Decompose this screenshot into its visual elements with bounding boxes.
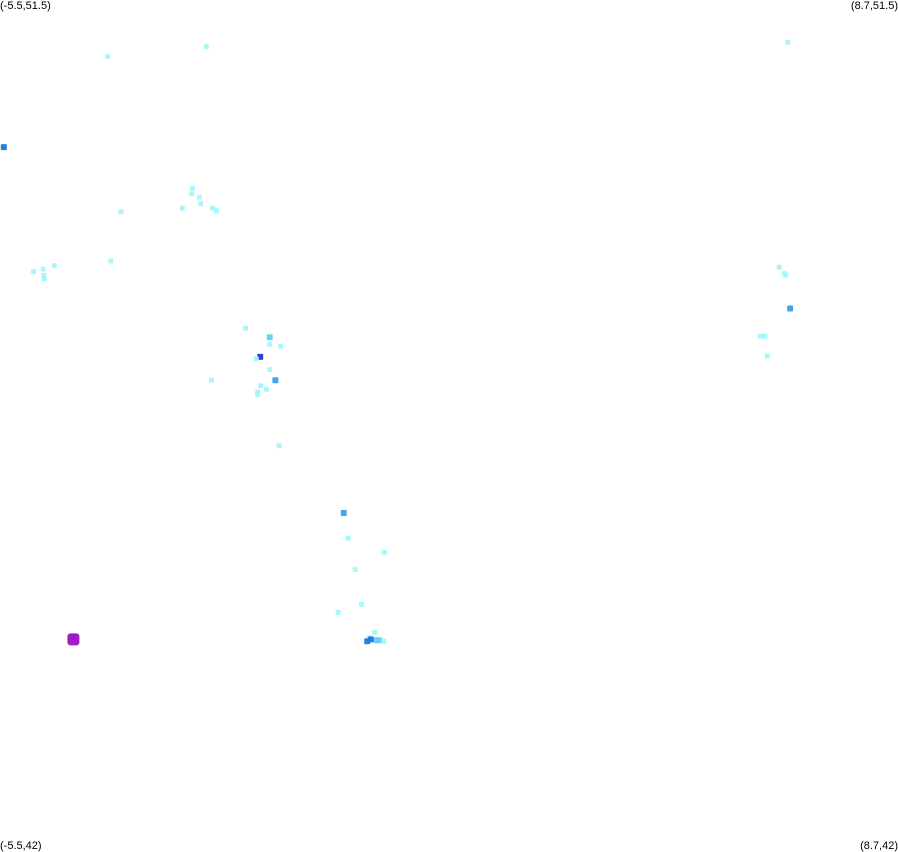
data-point bbox=[345, 535, 351, 541]
data-point bbox=[381, 550, 387, 555]
data-point bbox=[267, 341, 273, 347]
data-point bbox=[783, 272, 789, 278]
data-point bbox=[0, 144, 7, 151]
data-point bbox=[276, 443, 282, 449]
data-point bbox=[40, 266, 46, 272]
data-point bbox=[359, 602, 364, 607]
data-point bbox=[381, 638, 387, 644]
data-point bbox=[118, 209, 124, 215]
data-point bbox=[764, 353, 770, 359]
data-point bbox=[258, 383, 264, 389]
data-point bbox=[266, 334, 273, 341]
data-point bbox=[785, 39, 791, 45]
data-point bbox=[105, 54, 111, 59]
data-point bbox=[41, 276, 47, 282]
data-point bbox=[376, 637, 383, 644]
data-point bbox=[67, 633, 80, 646]
data-point bbox=[335, 610, 341, 615]
data-point bbox=[190, 185, 195, 191]
point-layer bbox=[0, 39, 794, 646]
data-point bbox=[364, 638, 371, 645]
data-point bbox=[776, 264, 782, 270]
data-point bbox=[264, 386, 269, 392]
corner-label-top-left: (-5.5,51.5) bbox=[0, 0, 51, 12]
data-point bbox=[179, 205, 185, 211]
data-point bbox=[108, 258, 114, 264]
data-point bbox=[278, 343, 283, 349]
data-point bbox=[214, 208, 219, 214]
corner-label-bottom-right: (8.7,42) bbox=[860, 840, 898, 852]
data-point bbox=[757, 333, 763, 339]
data-point bbox=[31, 269, 37, 275]
data-point bbox=[253, 356, 259, 362]
data-point bbox=[267, 367, 273, 372]
data-point bbox=[198, 201, 204, 207]
data-point bbox=[203, 44, 209, 50]
data-point bbox=[340, 510, 347, 516]
data-point bbox=[210, 205, 216, 211]
data-point bbox=[762, 333, 768, 339]
data-point bbox=[196, 194, 202, 200]
data-point bbox=[189, 191, 195, 197]
data-point bbox=[209, 377, 214, 383]
data-point bbox=[787, 305, 794, 312]
data-point bbox=[352, 567, 358, 572]
data-point bbox=[272, 377, 279, 384]
data-point bbox=[243, 325, 249, 331]
corner-label-top-right: (8.7,51.5) bbox=[850, 0, 898, 12]
data-point bbox=[372, 629, 378, 635]
data-point bbox=[255, 392, 261, 398]
data-point bbox=[51, 263, 57, 268]
corner-label-bottom-left: (-5.5,42) bbox=[0, 840, 42, 852]
